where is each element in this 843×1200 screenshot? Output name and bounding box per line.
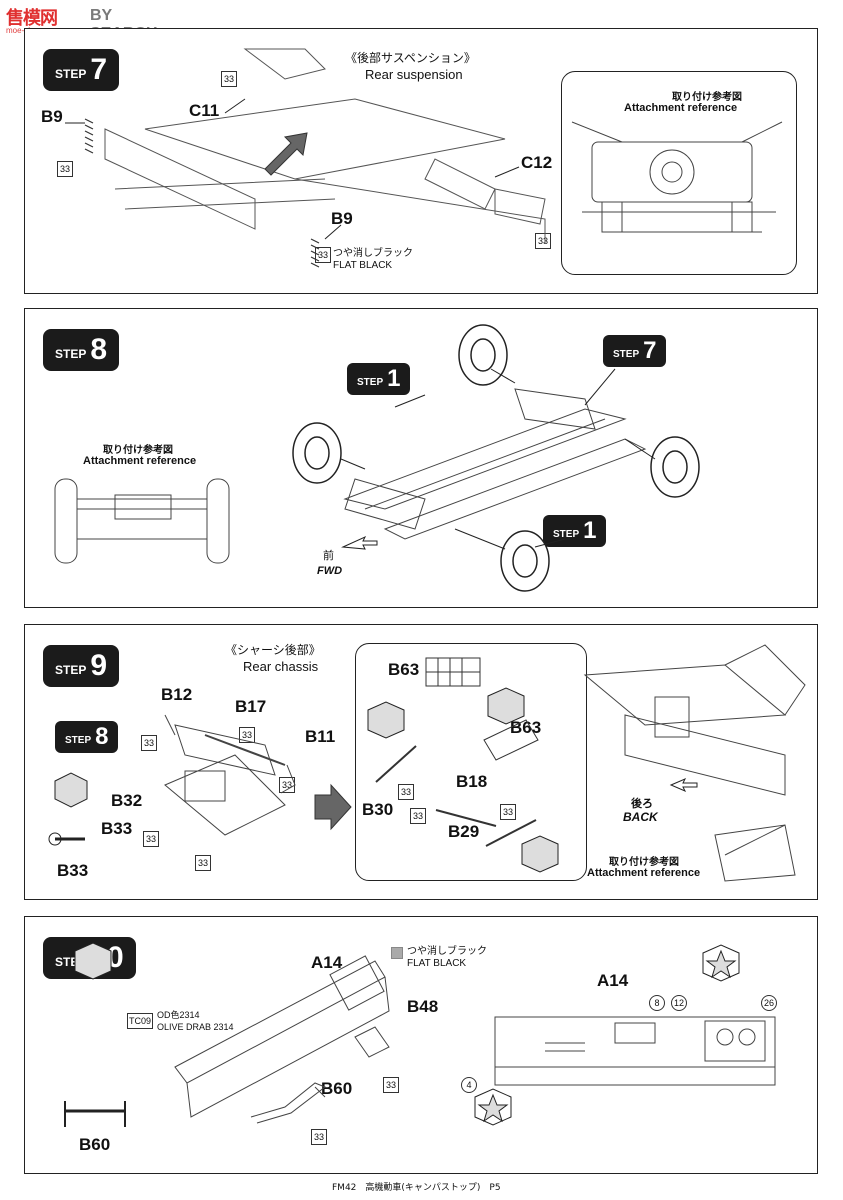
paint-name-en: FLAT BLACK xyxy=(407,958,467,969)
step-number: 1 xyxy=(387,365,401,392)
step-number: 7 xyxy=(643,337,657,364)
part-label: B18 xyxy=(456,772,488,791)
paint-code-badge: 33 xyxy=(398,784,414,800)
step-number: 8 xyxy=(90,333,108,366)
decal-number: 8 xyxy=(649,995,665,1011)
step9-title-jp: 《シャーシ後部》 xyxy=(225,643,321,657)
part-label: B30 xyxy=(362,800,394,819)
step-word: STEP xyxy=(357,376,384,388)
part-label: B33 xyxy=(57,861,89,880)
step7-reference-box: 取り付け参考図 Attachment reference xyxy=(561,71,797,275)
step8-reference-jp: 取り付け参考図 xyxy=(103,445,173,456)
part-label: B33 xyxy=(101,819,133,838)
fwd-label-en: FWD xyxy=(317,565,343,577)
watermark-chinese: 售模网 xyxy=(6,8,58,29)
paint-name-jp: つや消しブラック xyxy=(407,946,487,957)
step9-panel: STEP 9 《シャーシ後部》 Rear chassis STEP 8 B12 … xyxy=(24,624,818,900)
paint-name-en: FLAT BLACK xyxy=(333,260,393,271)
step9-title-en: Rear chassis xyxy=(243,659,319,674)
od-color-en: OLIVE DRAB 2314 xyxy=(157,1022,234,1032)
substep-badge: STEP 1 xyxy=(347,363,411,395)
part-label: B32 xyxy=(111,791,143,810)
part-label: B17 xyxy=(235,697,267,716)
decal-number: 4 xyxy=(461,1077,477,1093)
part-label: B9 xyxy=(331,209,353,228)
part-label: A14 xyxy=(597,971,629,990)
step9-reference-en: Attachment reference xyxy=(587,867,701,879)
reference-title-jp: 取り付け参考図 xyxy=(672,92,742,103)
step7-title-en: Rear suspension xyxy=(365,67,463,82)
paint-code-badge: 33 xyxy=(239,727,255,743)
paint-code-badge: 33 xyxy=(315,247,331,263)
substep-badge: STEP 8 xyxy=(55,721,119,753)
tc-code-badge: TC09 xyxy=(127,1013,153,1029)
step10-drawing xyxy=(64,942,776,1127)
back-label-en: BACK xyxy=(623,810,658,824)
step8-drawing xyxy=(54,324,700,592)
decal-number: 12 xyxy=(671,995,687,1011)
page-footer: FM42 高機動車(キャンパストップ) P5 xyxy=(332,1183,501,1193)
step-number: 8 xyxy=(95,723,109,750)
part-label: B60 xyxy=(79,1135,111,1154)
od-color-jp: OD色2314 xyxy=(157,1010,200,1020)
step9-detail-box: B63 B63 B18 B30 B29 33 33 33 xyxy=(355,643,587,881)
step9-badge: STEP 9 xyxy=(43,645,120,687)
decal-number: 26 xyxy=(761,995,777,1011)
paint-code-badge: 33 xyxy=(143,831,159,847)
paint-code-badge: 33 xyxy=(141,735,157,751)
step8-panel: STEP 8 取り付け参考図 Attachment reference STEP… xyxy=(24,308,818,608)
paint-swatch xyxy=(391,947,403,959)
part-label: B48 xyxy=(407,997,439,1016)
detail-drawing xyxy=(367,657,559,873)
paint-code-badge: 33 xyxy=(535,233,551,249)
paint-code-badge: 33 xyxy=(57,161,73,177)
step9-drawing-left xyxy=(48,714,352,846)
part-label: B63 xyxy=(388,660,420,679)
part-label: B9 xyxy=(41,107,63,126)
part-label: B12 xyxy=(161,685,193,704)
step-word: STEP xyxy=(55,663,87,677)
paint-code-badge: 33 xyxy=(311,1129,327,1145)
step-word: STEP xyxy=(55,67,87,81)
step7-title-jp: 《後部サスペンション》 xyxy=(345,51,476,65)
step-word: STEP xyxy=(553,528,580,540)
substep-badge: STEP 7 xyxy=(603,335,667,367)
part-label: A14 xyxy=(311,953,343,972)
reference-title-en: Attachment reference xyxy=(624,102,738,114)
step7-drawing xyxy=(65,48,546,268)
paint-code-badge: 33 xyxy=(195,855,211,871)
paint-code-badge: 33 xyxy=(410,808,426,824)
part-label: C12 xyxy=(521,153,553,172)
step7-panel: STEP 7 《後部サスペンション》 Rear suspension B9 C1… xyxy=(24,28,818,294)
paint-code-badge: 33 xyxy=(221,71,237,87)
step-word: STEP xyxy=(65,734,92,746)
step9-reference-jp: 取り付け参考図 xyxy=(609,857,679,868)
part-label: B11 xyxy=(305,727,336,746)
paint-code-badge: 33 xyxy=(500,804,516,820)
step-word: STEP xyxy=(613,348,640,360)
step10-panel: STEP 10 A14 B48 B60 B60 A14 つや消しブラック FLA… xyxy=(24,916,818,1174)
step7-badge: STEP 7 xyxy=(43,49,120,91)
part-label: B60 xyxy=(321,1079,353,1098)
step-number: 7 xyxy=(90,53,108,86)
part-label: B29 xyxy=(448,822,480,841)
paint-code-badge: 33 xyxy=(383,1077,399,1093)
reference-drawing xyxy=(571,121,783,233)
part-label: C11 xyxy=(189,101,220,120)
step-number: 1 xyxy=(583,517,597,544)
fwd-label-jp: 前 xyxy=(323,549,334,562)
paint-name-jp: つや消しブラック xyxy=(333,248,413,259)
step8-reference-en: Attachment reference xyxy=(83,455,197,467)
step8-badge: STEP 8 xyxy=(43,329,120,371)
step-word: STEP xyxy=(55,347,87,361)
back-label-jp: 後ろ xyxy=(631,797,653,810)
step-number: 9 xyxy=(90,649,108,682)
